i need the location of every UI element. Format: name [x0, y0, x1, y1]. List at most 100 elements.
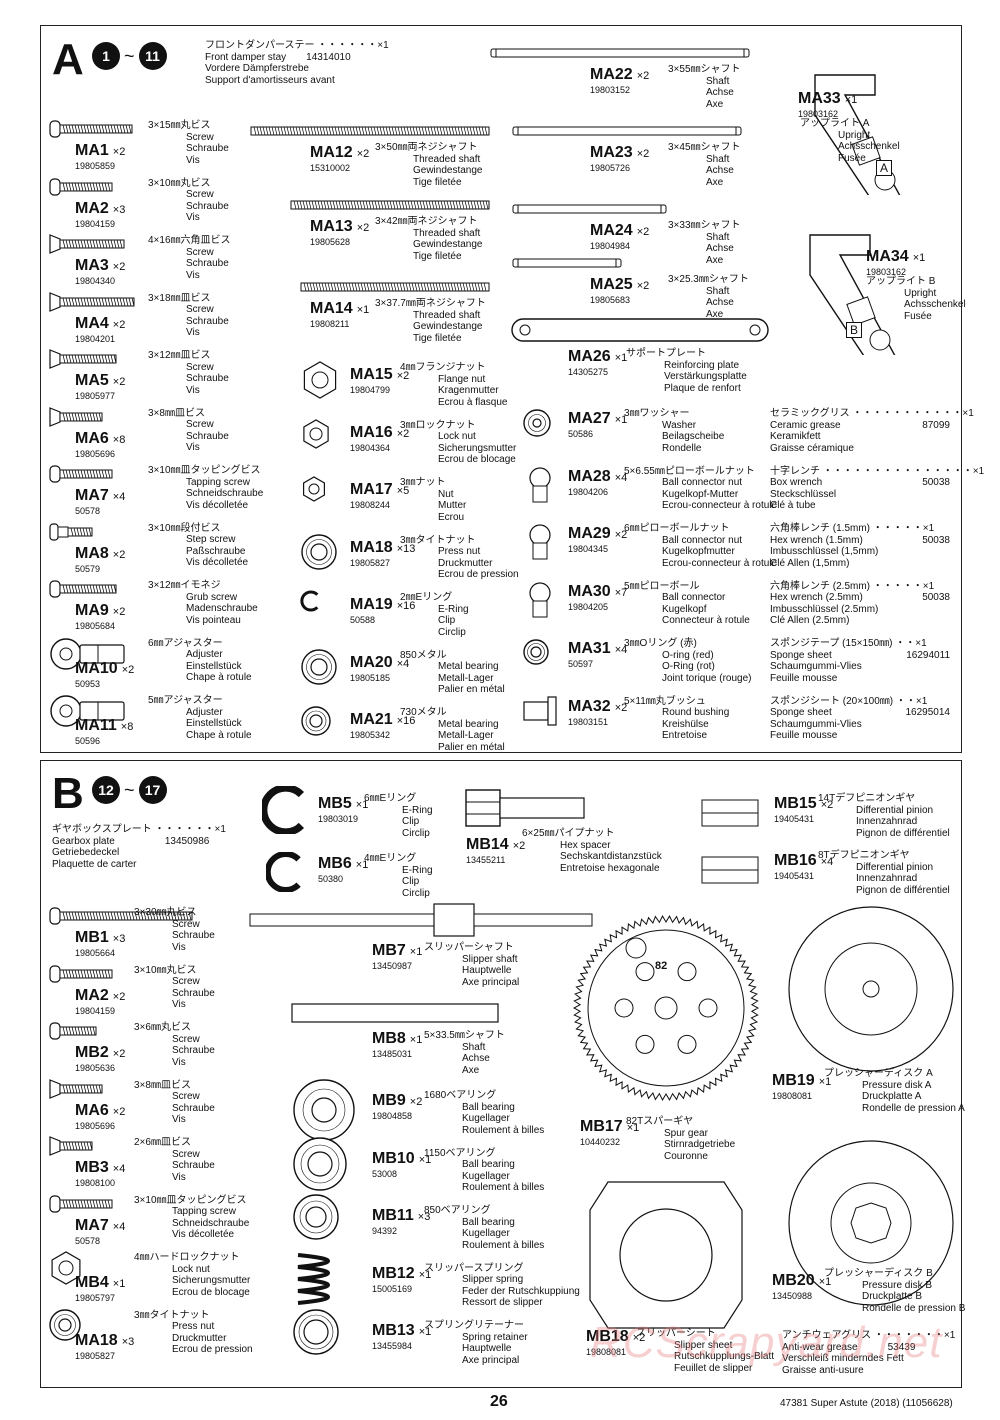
section-b-panel [40, 760, 962, 1388]
part-number: 10440232 [580, 1137, 621, 1147]
label-fr: Roulement à billes [462, 1239, 545, 1251]
label-de: Madenschraube [186, 603, 258, 614]
label-fr: Axe [706, 98, 724, 110]
round-screw-icon [48, 118, 134, 140]
label-de: Innenzahnrad [856, 816, 918, 827]
label-de: Rutschkupplungs-Blatt [674, 1351, 775, 1362]
quantity: ×1 [614, 352, 628, 364]
label-fr: Palier en métal [438, 684, 505, 695]
quantity: ×2 [112, 990, 126, 1003]
label-fr: Plaque de renfort [664, 382, 741, 394]
label-fr: Ecrou-connecteur à rotule [662, 557, 778, 569]
flange-nut-icon [300, 360, 340, 400]
label-en: Upright [904, 287, 937, 299]
part-number: 19808244 [350, 500, 391, 510]
part-code: MB16 [774, 852, 817, 869]
label-jp: 14Tデフピニオンギヤ [818, 793, 916, 804]
label-fr: Roulement à billes [462, 1124, 545, 1136]
label-jp: スリッパーシャフト [424, 942, 514, 953]
part-code: MA20 [350, 653, 393, 671]
label-en: Round bushing [662, 707, 730, 718]
label-en: Ball connector nut [662, 534, 743, 546]
label-en: Threaded shaft [413, 153, 481, 165]
label-de: Verschleiß minderndes Fett [782, 1353, 904, 1364]
label-de: O-Ring (rot) [662, 661, 715, 672]
part-number: 50953 [75, 678, 101, 689]
round-screw-icon [48, 905, 194, 927]
slipper-sheet-icon [588, 1180, 744, 1330]
part-code: MB9 [372, 1092, 406, 1109]
section-b-steps: 12 ~ 17 [92, 776, 167, 804]
label-de: Kugellager [462, 1228, 510, 1239]
part-code: MA14 [310, 300, 353, 317]
step-end-badge: 11 [138, 42, 167, 70]
quantity: ×1 [626, 1122, 640, 1134]
part-code: MA4 [75, 314, 109, 332]
quantity: ×8 [120, 721, 134, 733]
part-code: MA7 [75, 487, 109, 504]
label-jp: 4㎜フランジナット [400, 362, 486, 373]
part-number: 19405431 [774, 871, 815, 881]
part-number: 50038 [922, 592, 950, 603]
part-number: 19808100 [75, 1178, 116, 1188]
label-de: Druckmutter [438, 557, 493, 569]
round-bushing-icon [522, 695, 572, 726]
slipper-shaft-icon [248, 900, 594, 940]
quantity: ×1 [409, 946, 423, 958]
label-de: Kugelkopfmutter [662, 546, 735, 557]
label-fr: Chape à rotule [186, 729, 252, 741]
label-jp: 3㎜ワッシャー [624, 408, 690, 419]
threaded-shaft-icon [250, 124, 490, 138]
label-de: Druckmutter [172, 1332, 227, 1344]
quantity: ×13 [396, 542, 416, 555]
label-fr: Plaquette de carter [52, 858, 137, 870]
flat-screw-icon [48, 348, 118, 370]
label-jp: 4×16㎜六角皿ビス [148, 235, 231, 246]
label-de: Achse [706, 165, 734, 176]
quantity: ×2 [112, 606, 126, 618]
label-en: E-Ring [402, 864, 433, 876]
part-code: MB3 [75, 1159, 109, 1176]
label-fr: Vis [172, 1114, 186, 1125]
label-de: Sicherungsmutter [172, 1275, 251, 1286]
label-en: Screw [172, 918, 200, 930]
part-code: MA18 [350, 538, 393, 556]
label-jp: アップライト A [800, 118, 870, 129]
label-de: Kugellager [462, 1113, 510, 1124]
label-jp: 3×25.3㎜シャフト [668, 274, 749, 285]
label-en: Threaded shaft [413, 309, 481, 321]
label-en: Lock nut [438, 431, 476, 442]
part-code: MA6 [75, 429, 109, 447]
part-number: 19803151 [568, 716, 609, 727]
shaft-icon [290, 1002, 500, 1024]
part-code: MA19 [350, 596, 393, 613]
label-fr: Vis [172, 999, 186, 1010]
label-en: Pressure disk B [862, 1279, 933, 1291]
part-code: MA1 [75, 142, 109, 159]
part-number: 19804364 [350, 442, 391, 453]
label-jp: スプリングリテーナー [424, 1320, 524, 1331]
label-jp: 3×10㎜皿タッピングビス [134, 1194, 247, 1206]
quantity: ×2 [614, 529, 628, 541]
quantity: ×1 [818, 1076, 832, 1088]
shaft-icon [512, 256, 622, 270]
label-jp: サポートプレート [626, 348, 706, 359]
label-en: Differential pinion [856, 861, 934, 873]
label-en: Reinforcing plate [664, 359, 740, 371]
part-number: 19805664 [75, 948, 116, 958]
